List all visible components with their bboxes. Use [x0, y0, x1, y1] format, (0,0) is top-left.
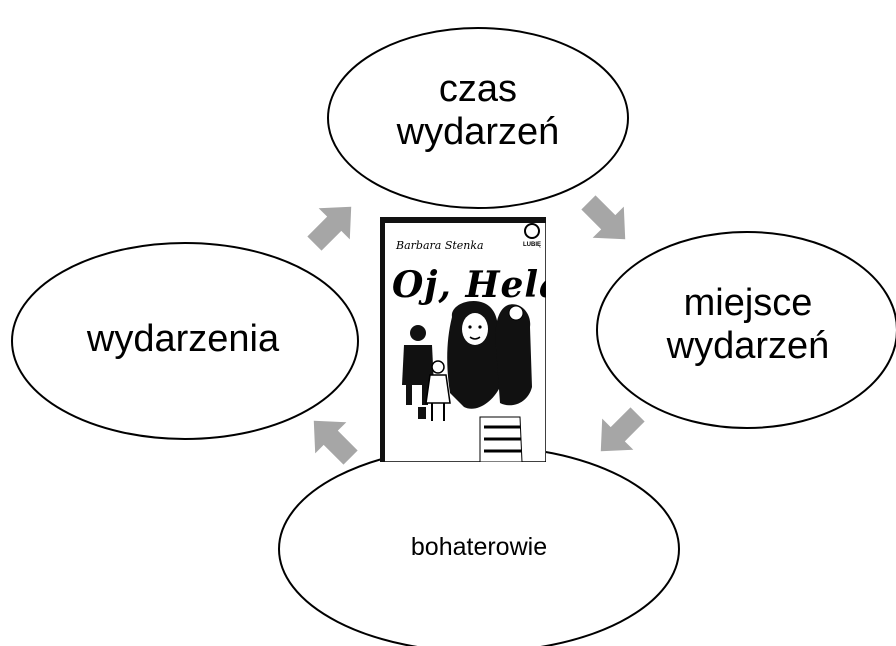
publisher-logo: LUBIĘ — [523, 223, 541, 248]
book-cover-art: LUBIĘ Barbara Stenka Oj, Hela! — [379, 216, 579, 463]
publisher-badge — [418, 407, 426, 419]
arrow-czas-to-miejsce — [581, 195, 626, 240]
ellipse-wydarzenia — [11, 242, 359, 440]
label-bohaterowie: bohaterowie — [410, 533, 548, 561]
svg-text:LUBIĘ: LUBIĘ — [523, 242, 541, 248]
label-czas-line1: czas — [438, 68, 518, 110]
book-illustration-girl — [447, 300, 523, 463]
arrow-bohaterowie-to-wydarzenia — [313, 420, 358, 465]
label-miejsce-line1: miejsce — [683, 282, 813, 324]
label-czas-wydarzen: czas wydarzeń — [368, 68, 588, 153]
book-cover: LUBIĘ Barbara Stenka Oj, Hela! — [379, 216, 579, 463]
label-miejsce-line2: wydarzeń — [666, 324, 830, 367]
ellipse-czas-wydarzen — [327, 27, 629, 209]
book-author: Barbara Stenka — [395, 239, 484, 252]
ellipse-miejsce-wydarzen — [596, 231, 896, 429]
arrow-miejsce-to-bohaterowie — [600, 407, 645, 452]
label-czas-line2: wydarzeń — [396, 110, 560, 153]
label-wydarzenia: wydarzenia — [86, 318, 280, 360]
book-illustration-figure-right — [495, 304, 532, 406]
arrow-wydarzenia-to-czas — [307, 206, 352, 251]
book-title: Oj, Hela! — [392, 264, 546, 306]
book-illustration-figures-left — [402, 325, 451, 421]
label-miejsce-wydarzen: miejsce wydarzeń — [640, 282, 856, 367]
